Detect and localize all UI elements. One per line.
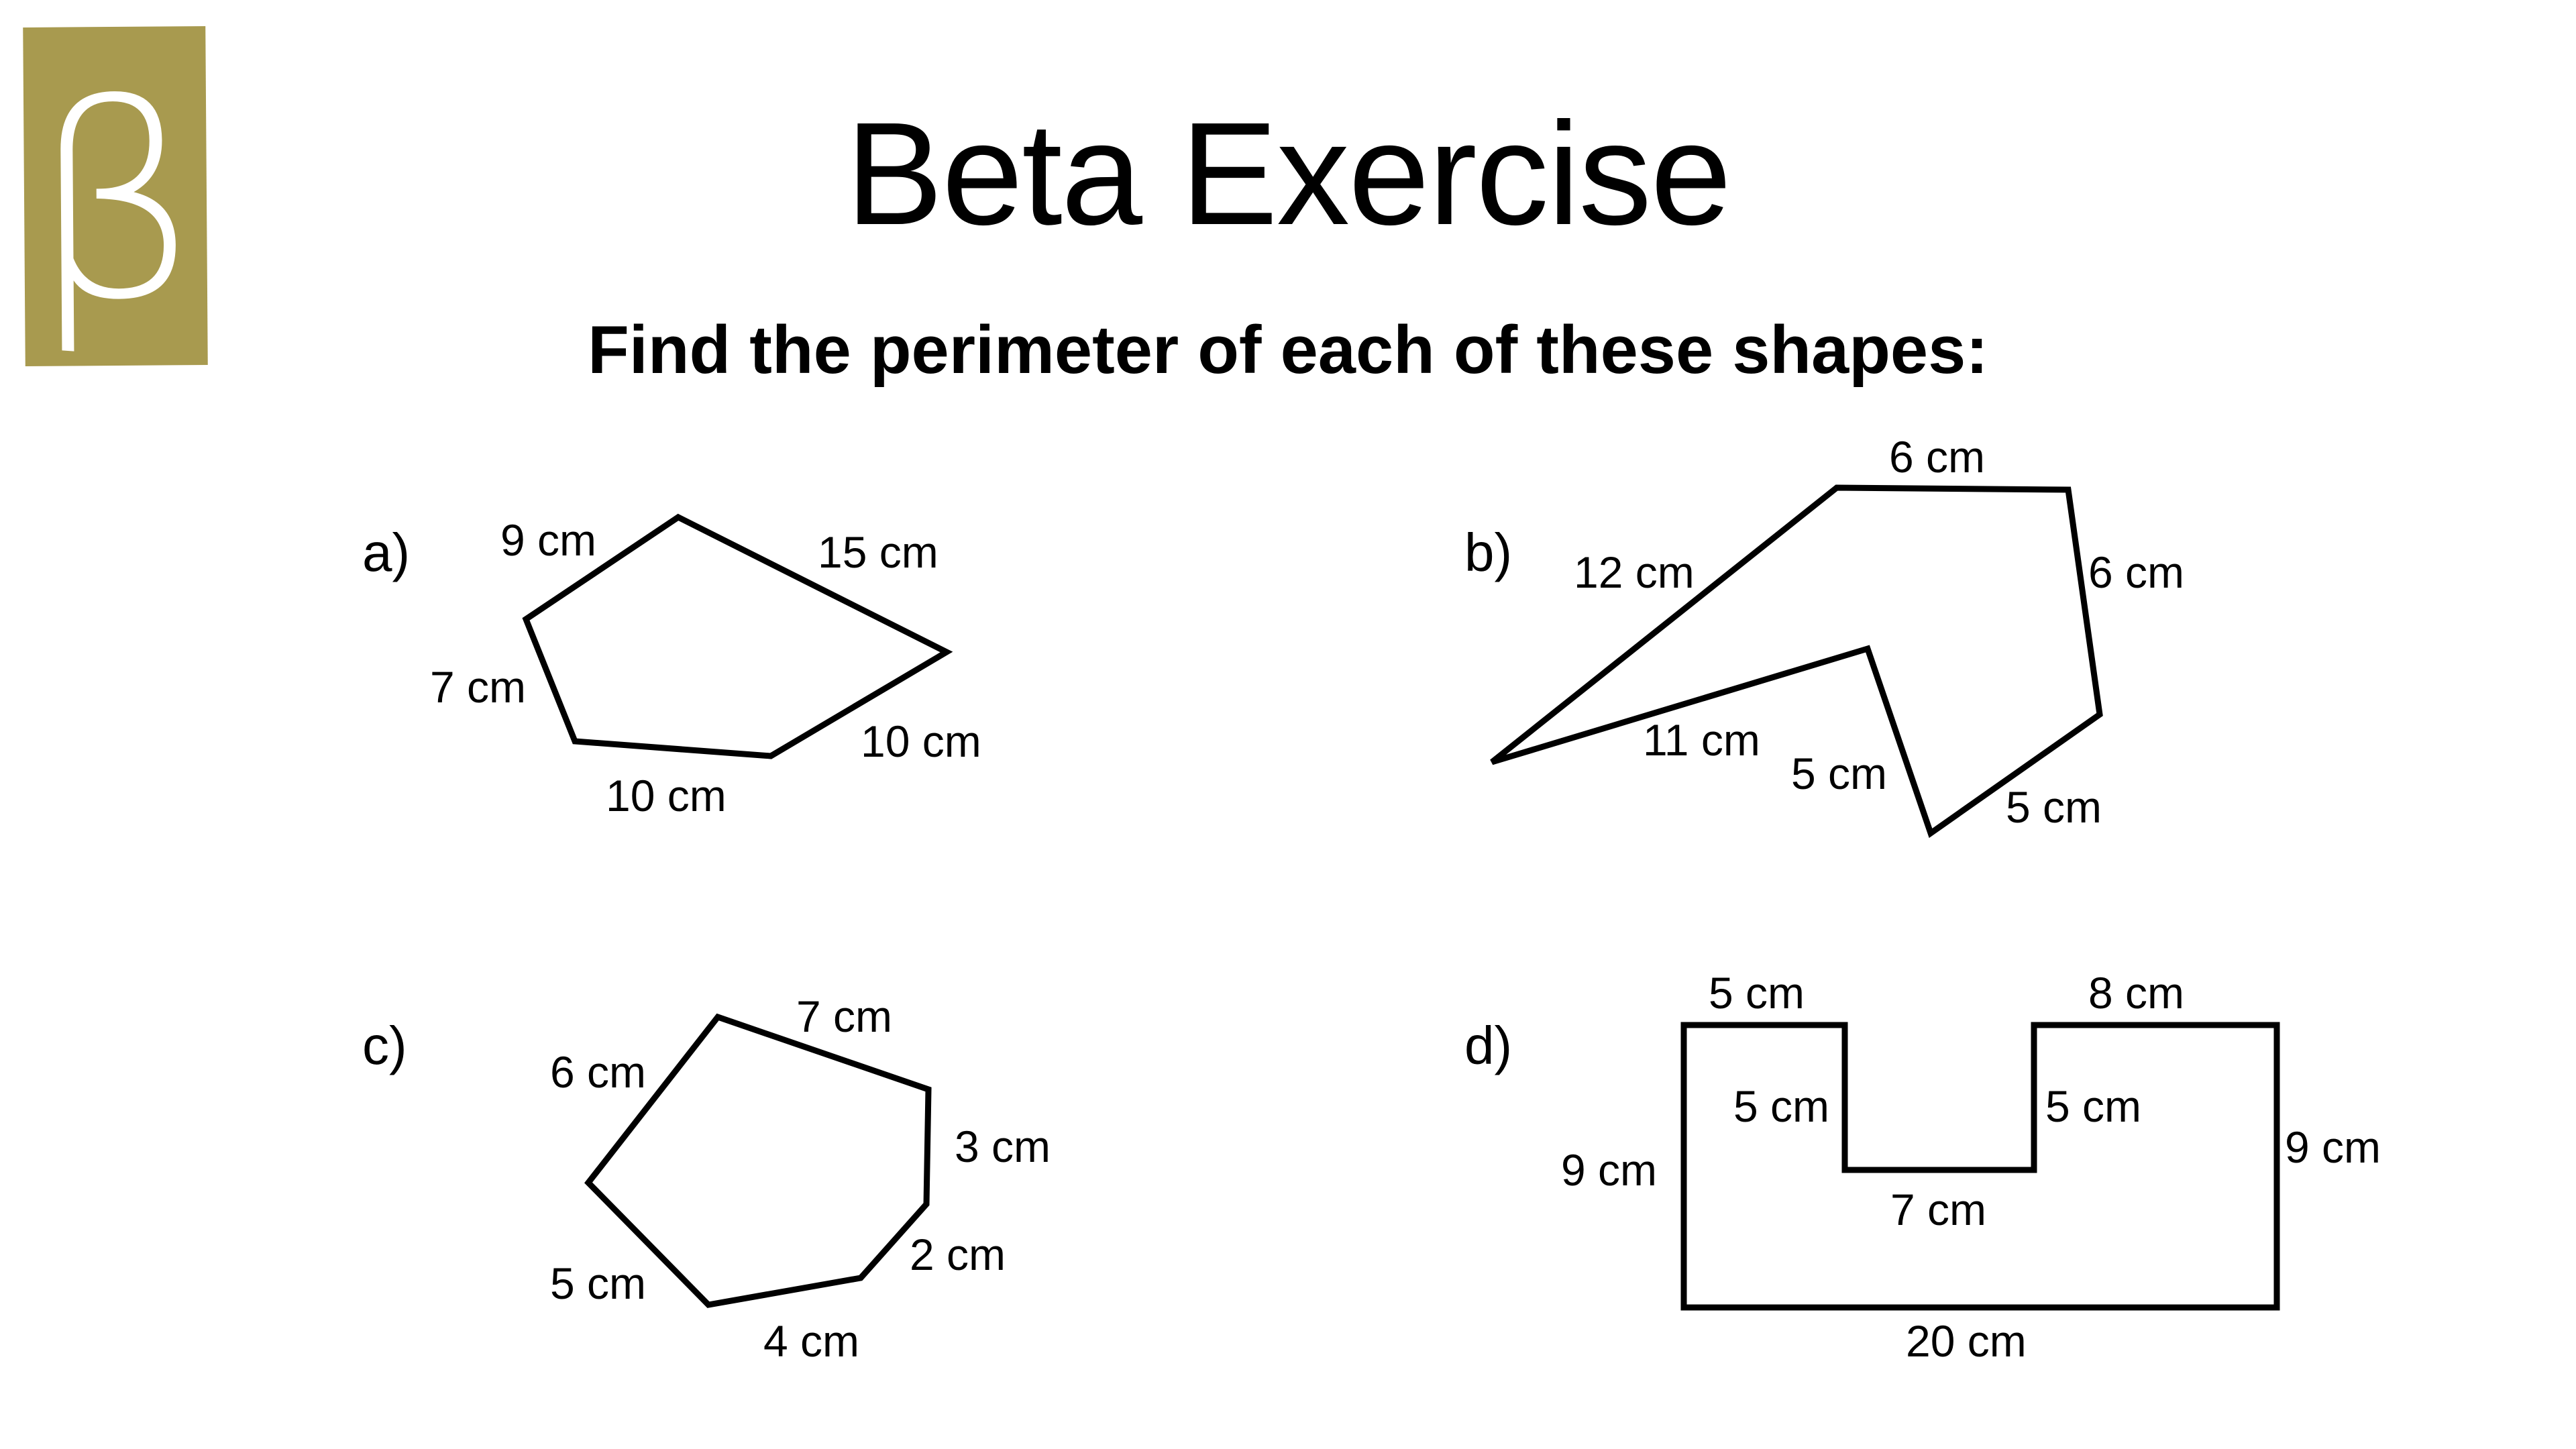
shape-c-hexagon	[584, 1013, 932, 1308]
side-label: 10 cm	[861, 716, 981, 766]
side-label: 2 cm	[910, 1230, 1006, 1279]
side-label: 9 cm	[500, 515, 597, 565]
question-d-label: d)	[1464, 1016, 1513, 1075]
side-label: 5 cm	[1791, 749, 1888, 798]
side-label: 7 cm	[796, 991, 893, 1041]
side-label: 6 cm	[2088, 547, 2185, 597]
side-label: 5 cm	[2006, 782, 2102, 832]
side-label: 5 cm	[550, 1258, 647, 1308]
side-label: 15 cm	[818, 527, 938, 577]
side-label: 9 cm	[2285, 1122, 2381, 1172]
question-c-label: c)	[362, 1016, 407, 1075]
side-label: 8 cm	[2088, 968, 2185, 1018]
side-label: 5 cm	[1733, 1081, 1830, 1131]
question-b-label: b)	[1464, 523, 1513, 582]
page-title: Beta Exercise	[845, 93, 1732, 256]
shape-b-concave-hexagon	[1490, 484, 2103, 839]
side-label: 3 cm	[955, 1122, 1051, 1171]
side-label: 7 cm	[1890, 1185, 1987, 1234]
side-label: 20 cm	[1906, 1316, 2027, 1366]
side-label: 10 cm	[606, 771, 727, 820]
side-label: 5 cm	[1709, 968, 1805, 1018]
side-label: 11 cm	[1643, 715, 1760, 765]
shape-a-pentagon	[522, 513, 953, 759]
side-label: 6 cm	[1889, 432, 1986, 482]
instruction-text: Find the perimeter of each of these shap…	[588, 313, 1988, 388]
shape-d-u-shape	[1680, 1022, 2280, 1311]
question-a-label: a)	[362, 523, 411, 582]
side-label: 5 cm	[2045, 1081, 2142, 1131]
side-label: 9 cm	[1561, 1145, 1658, 1195]
side-label: 6 cm	[550, 1047, 647, 1097]
side-label: 12 cm	[1574, 547, 1695, 597]
side-label: 7 cm	[430, 662, 527, 712]
side-label: 4 cm	[763, 1316, 860, 1366]
